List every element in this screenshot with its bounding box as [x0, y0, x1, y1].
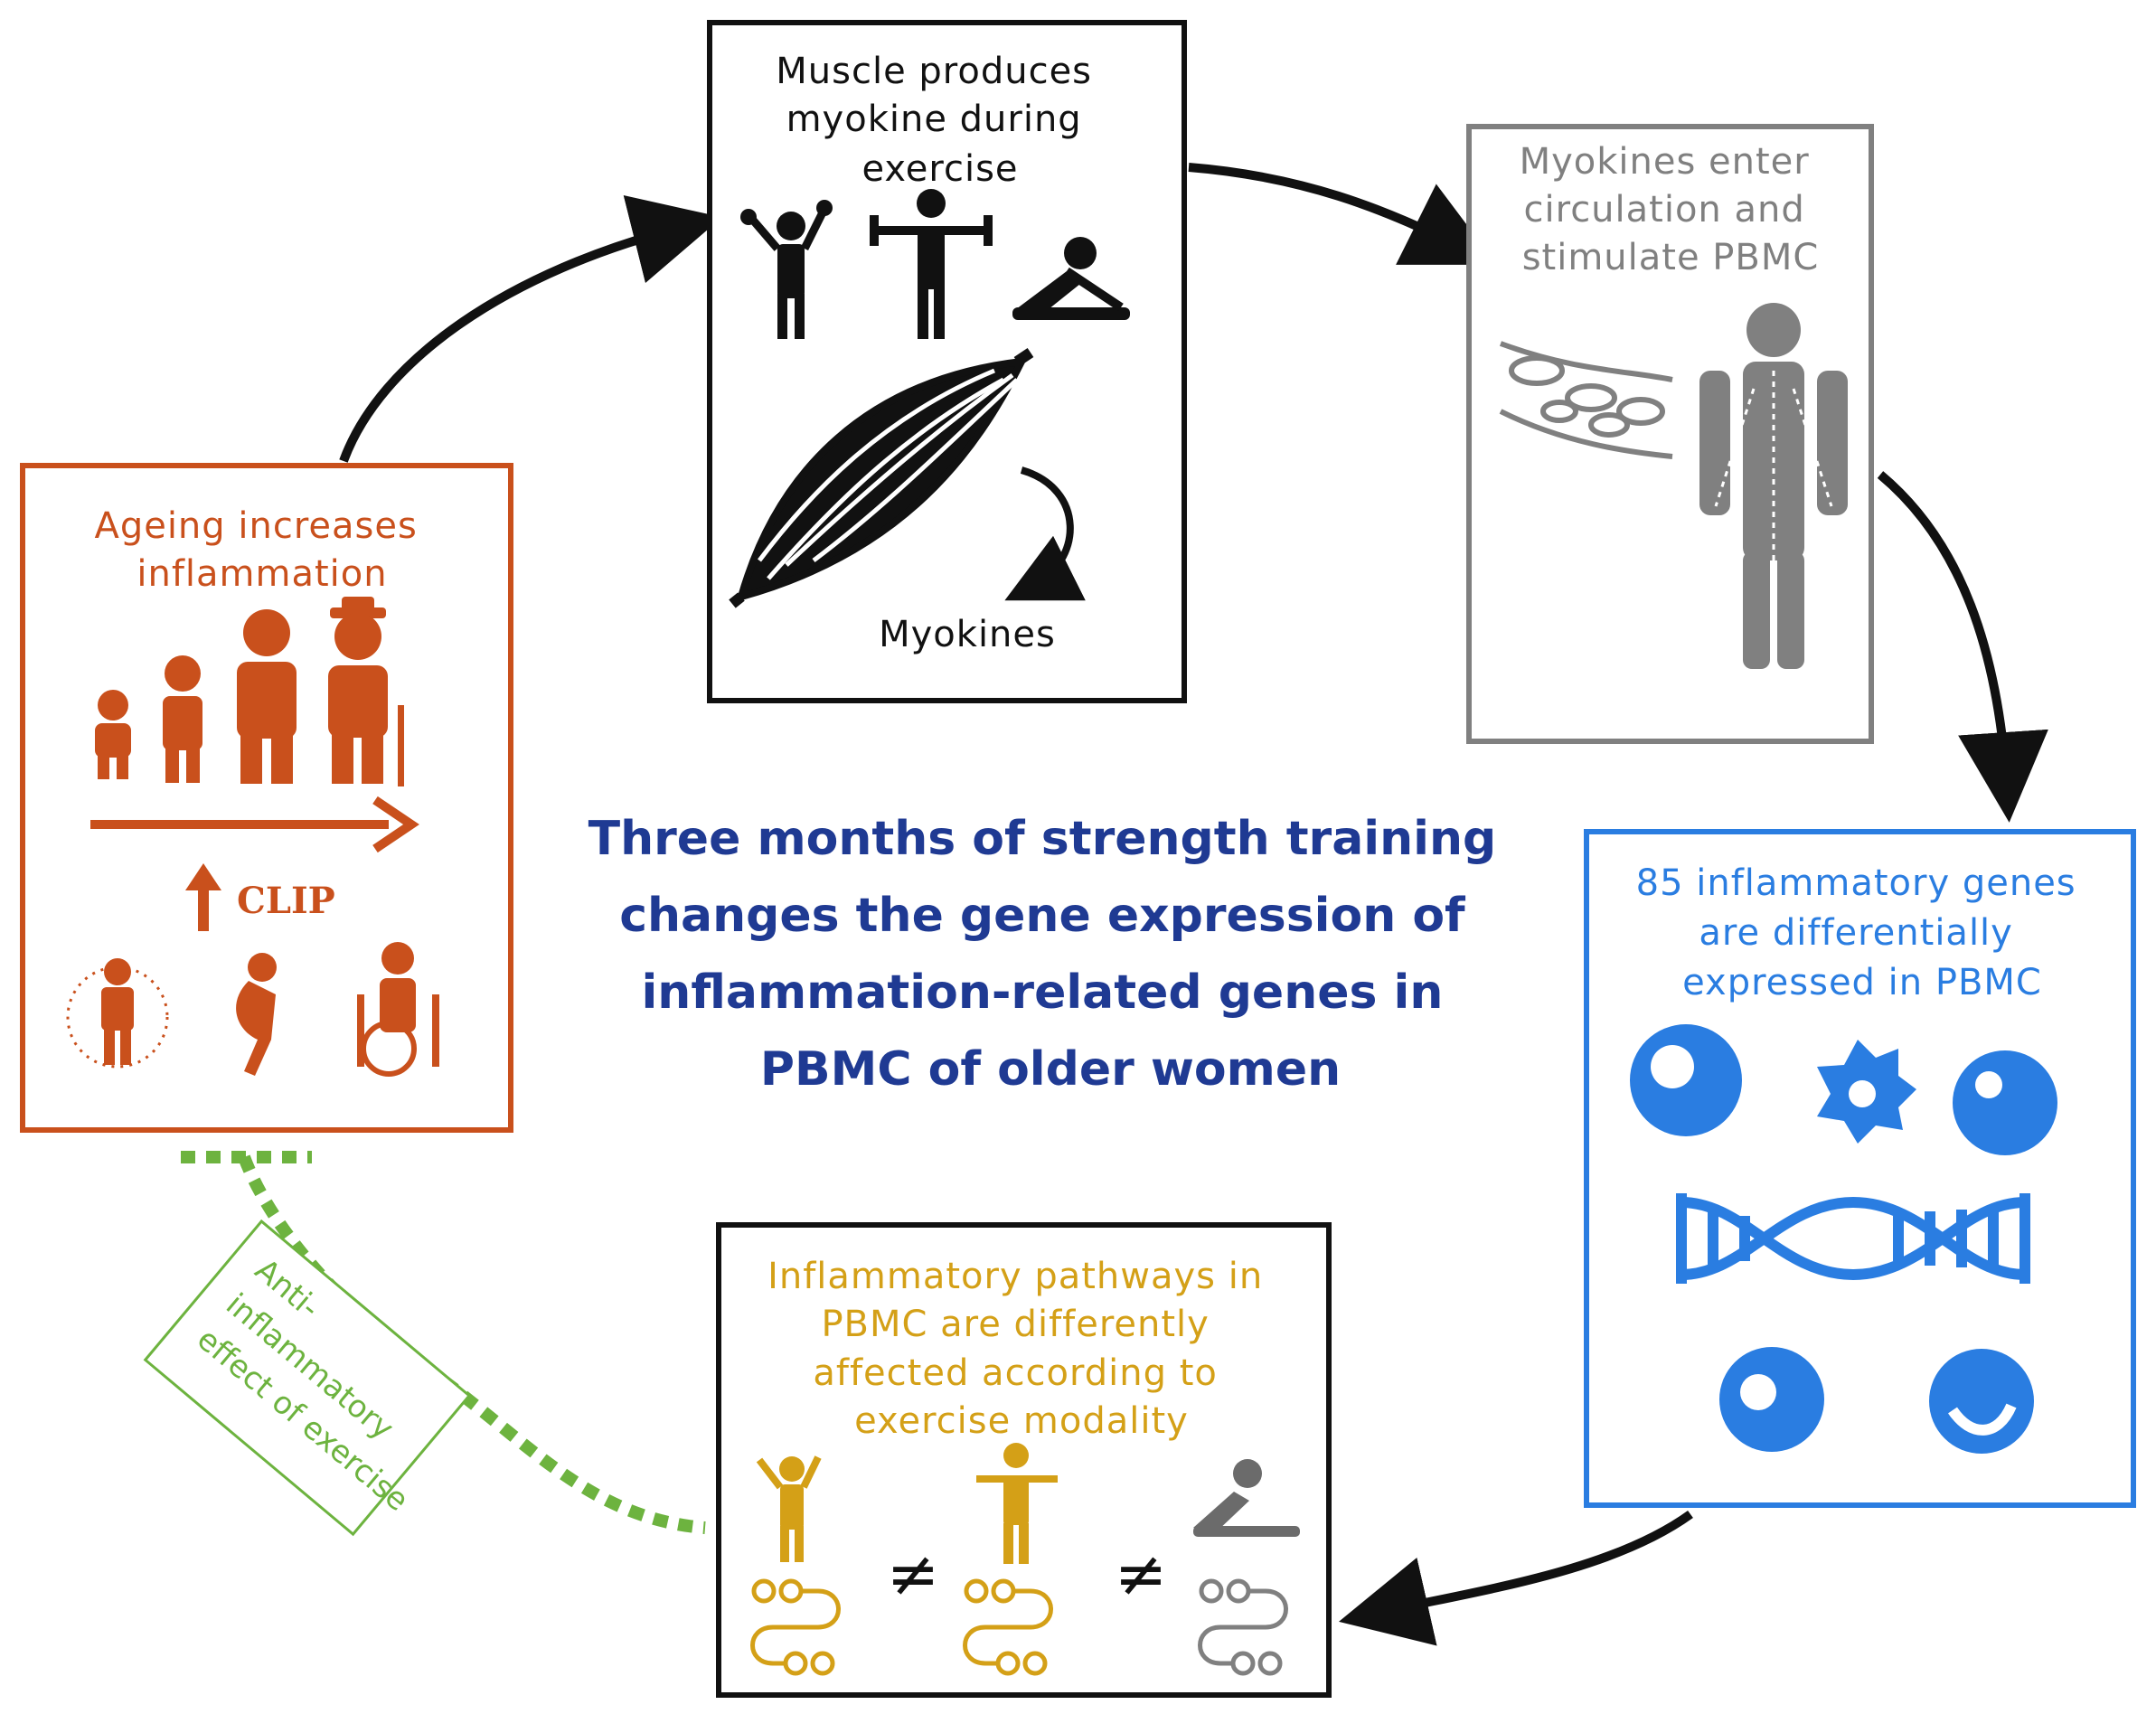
not-equal-sign: ≠ — [1115, 1537, 1168, 1611]
clip-label: CLIP — [237, 880, 335, 922]
ageing-box-title: Ageing increases inflammation — [94, 505, 429, 595]
arrow-circulation-to-genes — [1877, 471, 2048, 823]
family-ageing-icon — [95, 597, 404, 786]
clip-arrow-icon — [185, 863, 221, 931]
circulation-box-title: Myokines enter circulation and stimulate… — [1520, 141, 1822, 278]
pathways-box: Inflammatory pathways in PBMC are differ… — [716, 1222, 1332, 1698]
dna-icon — [1676, 1193, 2030, 1284]
anti-inflammatory-label: Anti- inflammatory effect of exercise — [143, 1219, 472, 1537]
ageing-box: Ageing increases inflammation — [20, 463, 513, 1133]
stretching-person-icon — [1012, 237, 1130, 320]
immune-cell-icon — [1630, 1024, 2057, 1454]
myokine-release-arrow — [1004, 466, 1086, 601]
circulation-box: Myokines enter circulation and stimulate… — [1466, 124, 1874, 744]
pathway-icon — [750, 1578, 1288, 1676]
muscle-icon — [729, 348, 1034, 608]
muscle-box-title: Muscle produces myokine during exercise — [776, 51, 1104, 190]
genes-box: 85 inflammatory genes are differentially… — [1584, 829, 2136, 1508]
arrow-genes-to-pathways — [1338, 1510, 1693, 1646]
blood-vessel-icon — [1499, 341, 1673, 459]
body-circulation-icon — [1699, 303, 1848, 669]
arrow-ageing-to-muscle — [339, 195, 722, 463]
stretching-person-icon — [1193, 1459, 1300, 1537]
dumbbell-person-icon — [870, 189, 993, 339]
center-title: Three months of strength training change… — [588, 812, 1513, 1097]
arrow-muscle-to-circulation — [1188, 163, 1497, 265]
myokines-label: Myokines — [879, 614, 1056, 655]
genes-box-title: 85 inflammatory genes are differentially… — [1636, 862, 2089, 1003]
dumbbell-person-icon — [976, 1443, 1058, 1564]
kettlebell-person-icon — [740, 200, 833, 339]
muscle-box: Muscle produces myokine during exercise — [707, 20, 1187, 703]
kettlebell-person-icon — [756, 1455, 822, 1562]
frailty-icons — [66, 942, 439, 1077]
not-equal-sign: ≠ — [887, 1537, 940, 1611]
pathways-box-title: Inflammatory pathways in PBMC are differ… — [767, 1256, 1276, 1442]
ageing-arrow — [90, 796, 419, 853]
